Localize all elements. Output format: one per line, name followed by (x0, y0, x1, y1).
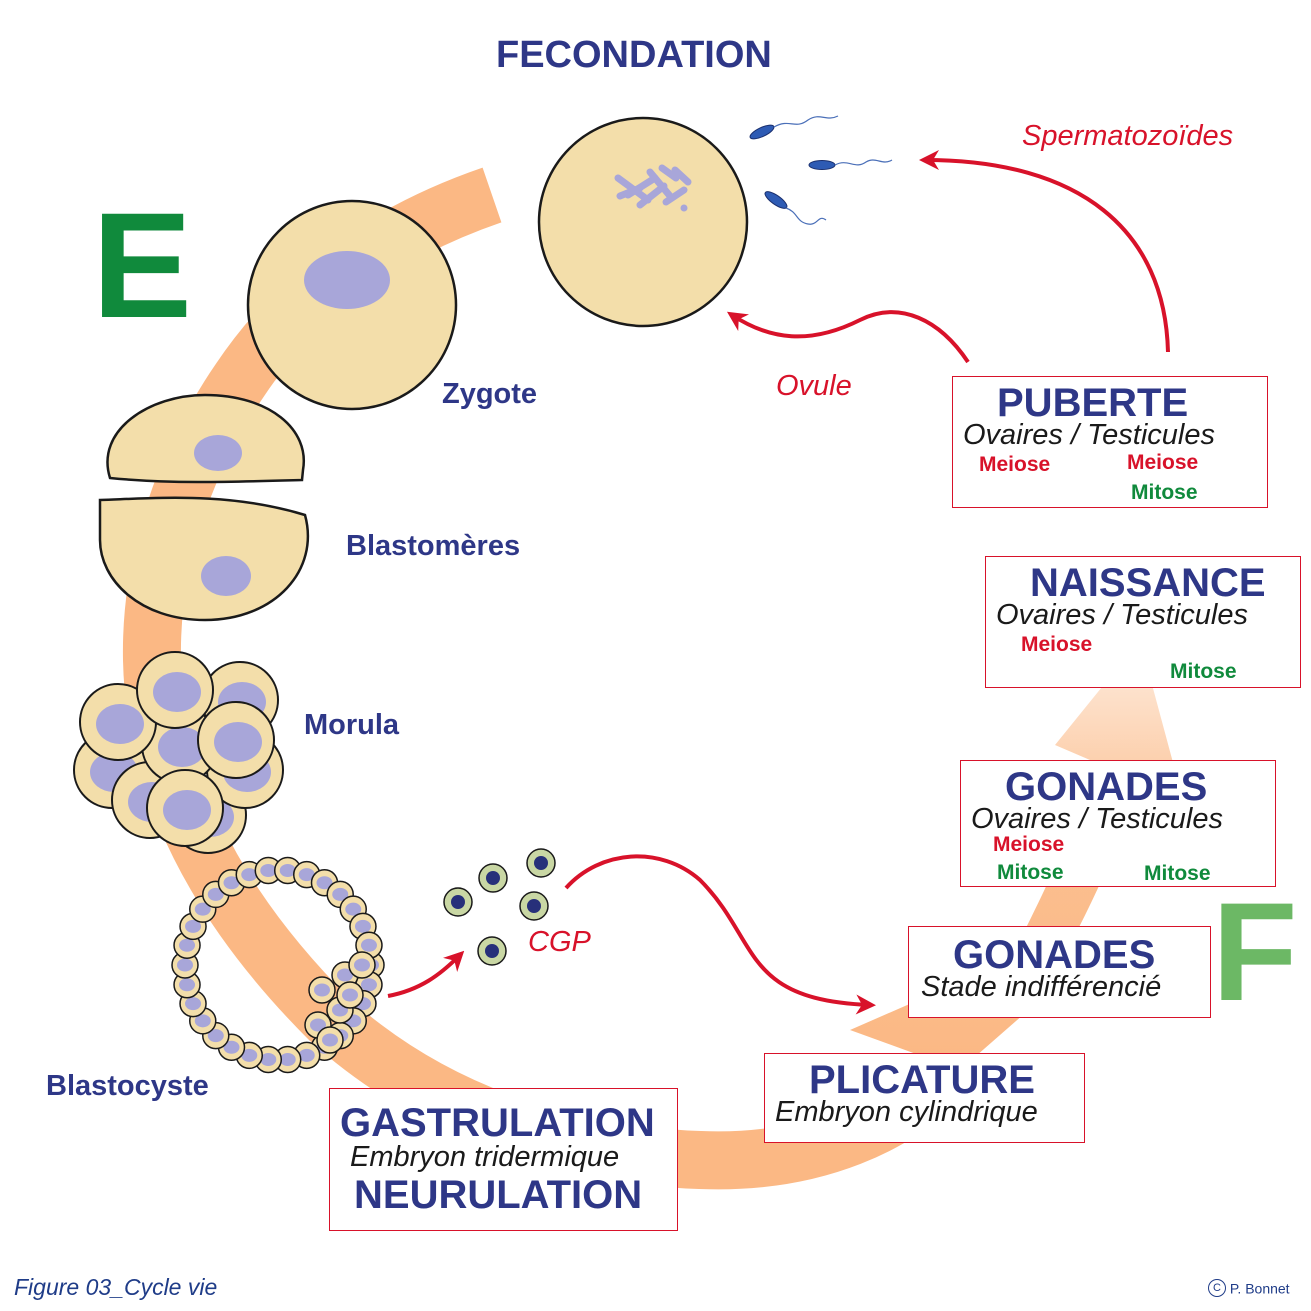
label-cgp: CGP (528, 926, 591, 958)
plicature-subtitle: Embryon cylindrique (775, 1096, 1038, 1128)
box-naissance: NAISSANCE Ovaires / Testicules Meiose Mi… (985, 556, 1301, 688)
figure-caption: Figure 03_Cycle vie (14, 1274, 218, 1300)
fetus-letter: F (1212, 873, 1298, 1030)
plicature-title: PLICATURE (809, 1058, 1035, 1102)
label-zygote: Zygote (442, 378, 538, 410)
label-blastocyste: Blastocyste (46, 1070, 209, 1102)
puberte-meiose-left: Meiose (979, 453, 1051, 476)
blastomeres-cells (98, 393, 310, 622)
blastocyst-cell (326, 880, 354, 909)
naissance-subtitle: Ovaires / Testicules (996, 599, 1248, 631)
naissance-title: NAISSANCE (1030, 561, 1266, 605)
gastrulation-subtitle: Embryon tridermique (350, 1141, 620, 1173)
spermatozoa (749, 115, 893, 225)
blastocyst-cell (171, 951, 199, 979)
inner-cell-mass-cell (336, 981, 364, 1009)
cgp-cell (443, 887, 473, 917)
morula-cells (73, 651, 284, 854)
inner-cell-mass-cell (308, 976, 336, 1004)
naissance-mitose-right: Mitose (1170, 660, 1237, 683)
morula-cell (197, 701, 275, 779)
title-fecondation: FECONDATION (496, 34, 772, 76)
morula-cell (136, 651, 214, 729)
gonades-ind-subtitle: Stade indifférencié (921, 971, 1162, 1003)
copyright-author: P. Bonnet (1229, 1280, 1290, 1297)
copyright-icon: C (1208, 1279, 1226, 1298)
zygote-cell (246, 199, 458, 411)
cgp-cell (526, 848, 556, 878)
inner-cell-mass-cell (348, 951, 376, 979)
spermatozoon-3 (764, 191, 827, 225)
box-puberte: PUBERTE Ovaires / Testicules Meiose Meio… (952, 376, 1268, 508)
chromosome-cluster (614, 164, 692, 209)
label-morula: Morula (304, 709, 400, 741)
gastrulation-title: GASTRULATION (340, 1101, 655, 1145)
fertilised-oocyte (537, 116, 749, 328)
box-gonades-dev: GONADES Ovaires / Testicules Meiose Mito… (960, 760, 1276, 887)
spermatozoon-1 (749, 115, 839, 140)
naissance-meiose-left: Meiose (1021, 633, 1093, 656)
box-gonades-ind: GONADES Stade indifférencié (908, 926, 1211, 1018)
label-ovule: Ovule (776, 370, 852, 402)
embryo-letter: E (92, 181, 193, 349)
cgp-cells (443, 848, 556, 966)
neurulation-title: NEURULATION (354, 1173, 643, 1217)
box-plicature: PLICATURE Embryon cylindrique (764, 1053, 1085, 1143)
spermatozoon-2 (808, 159, 893, 170)
label-spermatozoides: Spermatozoïdes (1022, 120, 1234, 152)
fetal-growth-arrow (850, 640, 1175, 1070)
box-gastrulation: GASTRULATION Embryon tridermique NEURULA… (329, 1088, 678, 1231)
morula-cell (146, 769, 224, 847)
cgp-cell (477, 936, 507, 966)
morula-cell (79, 683, 157, 761)
gonades-dev-subtitle: Ovaires / Testicules (971, 803, 1223, 835)
blastocyst-cell (254, 856, 283, 885)
blastocyst-cells (171, 856, 385, 1074)
gonades-dev-meiose-left: Meiose (993, 833, 1065, 856)
puberte-title: PUBERTE (997, 381, 1189, 425)
inner-cell-mass-cell (316, 1026, 344, 1054)
copyright-mark: C P. Bonnet (1208, 1279, 1290, 1298)
label-blastomeres: Blastomères (346, 530, 521, 562)
puberte-meiose-right: Meiose (1127, 451, 1199, 474)
gonades-dev-title: GONADES (1005, 765, 1208, 809)
gonades-dev-mitose-left: Mitose (997, 861, 1064, 884)
puberte-mitose-right: Mitose (1131, 481, 1198, 504)
cgp-cell (519, 891, 549, 921)
red-arrows (387, 150, 1170, 1015)
gonades-dev-mitose-right: Mitose (1144, 862, 1211, 885)
gonades-ind-title: GONADES (953, 933, 1156, 977)
puberte-subtitle: Ovaires / Testicules (963, 419, 1215, 451)
ovule-arrow (726, 310, 970, 364)
cgp-arrow (387, 950, 465, 998)
spermatozoides-arrow (919, 150, 1170, 353)
cgp-cell (478, 863, 508, 893)
cgp-migration-arrow (564, 854, 876, 1015)
